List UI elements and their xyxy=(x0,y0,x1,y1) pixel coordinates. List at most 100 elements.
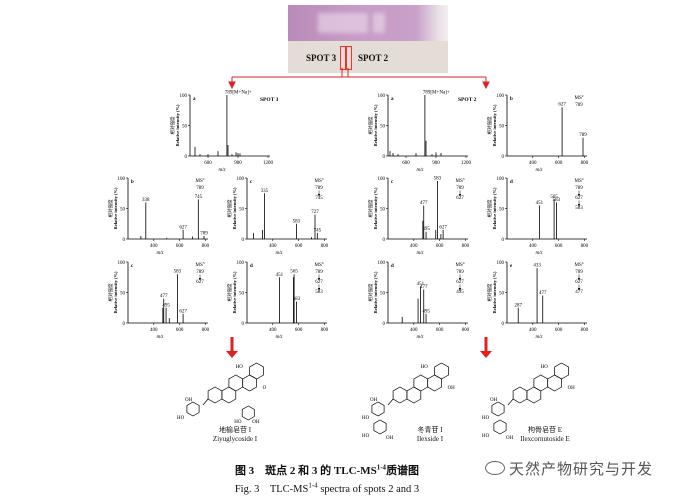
ms-arrow-icon xyxy=(458,288,462,291)
peak-label: 565 xyxy=(550,195,558,200)
y-axis-label-en: Relative intensity (%) xyxy=(232,187,237,229)
caption-text: 图 3 斑点 2 和 3 的 TLC-MS xyxy=(234,465,377,477)
ring xyxy=(533,374,549,392)
x-axis-label: m/z xyxy=(536,335,543,340)
x-axis-label: m/z xyxy=(417,335,424,340)
glycosidic-bond xyxy=(202,398,209,406)
ms-level-superscript: 4 xyxy=(582,261,584,265)
precursor-ion-label: 477 xyxy=(575,290,583,295)
y-axis-label-cn: 相对强度 xyxy=(367,283,374,301)
x-tick-label: 800 xyxy=(202,244,210,249)
peak-label: 789 xyxy=(579,133,587,138)
ms-level-superscript: 3 xyxy=(463,177,465,181)
panel-letter: d xyxy=(391,264,394,269)
ms-level-label: MS4 xyxy=(575,261,584,268)
y-tick-label: 50 xyxy=(239,208,245,213)
y-tick-label: 0 xyxy=(383,155,386,160)
ms-arrow-icon xyxy=(577,204,581,207)
y-axis-label-en: Relative intensity (%) xyxy=(492,187,497,229)
peak-label: 338 xyxy=(142,198,150,203)
arrow-head-icon xyxy=(482,81,490,90)
y-tick-label: 100 xyxy=(497,177,505,182)
ring xyxy=(512,386,528,404)
compound-name-3: 枸骨皂苷 E Ilexcornutoside E xyxy=(485,425,605,443)
peak-label: 495 xyxy=(422,227,430,232)
carboxyl-label: OH xyxy=(448,386,456,391)
y-axis-label-en: Relative intensity (%) xyxy=(492,104,497,146)
watermark: 天然产物研究与开发 xyxy=(485,458,653,479)
precursor-ion-label: 495 xyxy=(456,290,464,295)
peak-label: 495 xyxy=(422,309,430,314)
x-tick-label: 800 xyxy=(462,328,470,333)
y-axis-label-cn: 相对强度 xyxy=(486,116,493,134)
y-axis-label-en: Relative intensity (%) xyxy=(373,271,378,313)
precursor-ion-label: 627 xyxy=(456,280,464,285)
hydroxyl-label: HO xyxy=(362,434,370,439)
compound-name-1: 地榆皂苷 I Ziyuglycoside I xyxy=(175,425,295,443)
tlc-band xyxy=(318,13,368,33)
peak-label: 583 xyxy=(553,198,561,203)
spot-2-box xyxy=(346,46,352,70)
y-axis-label-cn: 相对强度 xyxy=(226,283,233,301)
y-axis-label-cn: 相对强度 xyxy=(367,116,374,134)
peak-label: 477 xyxy=(539,291,547,296)
hydroxyl-label: OH xyxy=(370,398,378,403)
peak-label: 789[M+Na]+ xyxy=(225,91,252,96)
x-tick-label: 600 xyxy=(402,161,410,166)
panel-letter: c xyxy=(250,180,253,185)
tlc-plate-image: SPOT 3 SPOT 2 xyxy=(288,5,448,73)
spot-2-label: SPOT 2 xyxy=(358,53,389,63)
y-axis-label-en: Relative intensity (%) xyxy=(113,271,118,313)
peak-label: 287 xyxy=(514,303,522,308)
y-tick-label: 0 xyxy=(185,155,188,160)
hydroxyl-label: HO xyxy=(236,365,244,370)
ms-arrow-icon xyxy=(317,194,321,197)
precursor-ion-label: 789 xyxy=(315,270,323,275)
y-axis-label-cn: 相对强度 xyxy=(486,283,493,301)
precursor-ion-label: 789 xyxy=(196,186,204,191)
peak-label: 789 xyxy=(200,231,208,236)
figure-caption-chinese: 图 3 斑点 2 和 3 的 TLC-MS1-4质谱图 xyxy=(0,462,674,478)
ms-level-label: MS3 xyxy=(315,177,324,184)
x-axis-label: m/z xyxy=(276,335,283,340)
x-tick-label: 600 xyxy=(436,328,444,333)
ms-arrow-icon xyxy=(458,278,462,281)
y-tick-label: 100 xyxy=(180,94,188,99)
compound-en-name: Ilexside I xyxy=(416,435,444,443)
y-tick-label: 100 xyxy=(378,177,386,182)
y-tick-label: 50 xyxy=(182,125,188,130)
precursor-ion-label: 627 xyxy=(315,280,323,285)
spot-tag: SPOT 2 xyxy=(458,97,477,103)
precursor-ion-label: 627 xyxy=(575,280,583,285)
spot-3-box xyxy=(340,46,346,70)
y-tick-label: 100 xyxy=(237,261,245,266)
ms-arrow-icon xyxy=(577,288,581,291)
y-tick-label: 100 xyxy=(237,177,245,182)
x-tick-label: 600 xyxy=(295,328,303,333)
x-tick-label: 800 xyxy=(581,328,589,333)
glycosidic-bond xyxy=(507,398,514,406)
ring xyxy=(371,401,385,417)
x-axis-label: m/z xyxy=(157,251,164,256)
x-tick-label: 400 xyxy=(529,244,537,249)
y-tick-label: 50 xyxy=(380,125,386,130)
y-tick-label: 0 xyxy=(242,322,245,327)
hydroxyl-label: HO xyxy=(421,365,429,370)
y-tick-label: 100 xyxy=(118,261,126,266)
y-tick-label: 50 xyxy=(239,292,245,297)
hydroxyl-label: HO xyxy=(362,416,370,421)
panel-letter: e xyxy=(510,264,513,269)
precursor-ion-label: 789 xyxy=(456,186,464,191)
y-axis-label-cn: 相对强度 xyxy=(367,199,374,217)
ring xyxy=(547,374,562,392)
wechat-icon xyxy=(485,461,505,475)
peak-label: 583 xyxy=(293,297,301,302)
